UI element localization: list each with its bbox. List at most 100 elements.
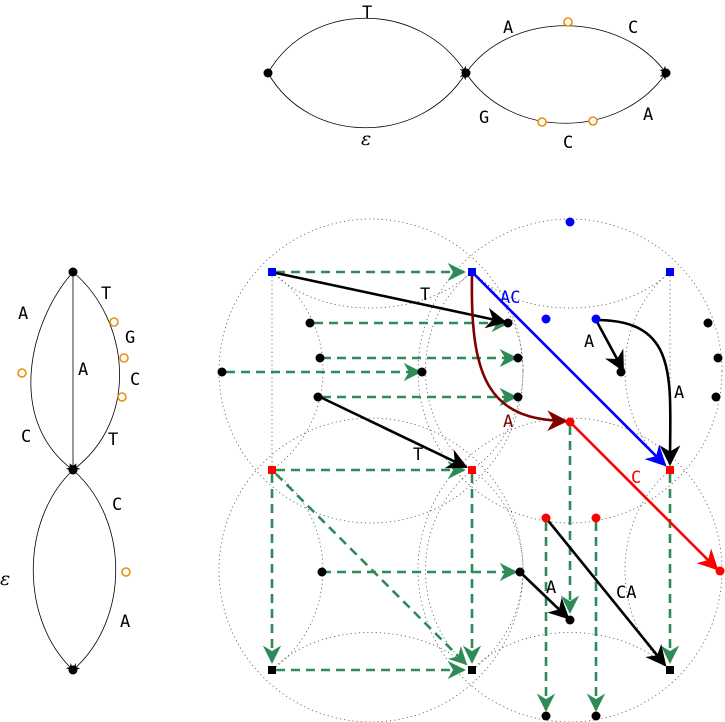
top-label-C2: C [563,133,573,153]
grid-label-A-right: A [674,383,684,403]
left-edge-A-C [30,271,74,471]
grid-graph: T AC A A A T C A CA [217,217,725,722]
left-edge-eps [32,469,74,671]
grid-dot-black-15 [565,615,575,625]
top-label-eps: ε [361,128,371,150]
blue-arrow-AC [473,273,667,467]
left-orange-node-5 [121,567,131,577]
grid-dot-black-7 [417,367,427,377]
top-label-T: T [362,3,372,23]
grid-dot-black-5 [503,318,513,328]
top-label-C1: C [628,18,638,38]
grid-dot-red-4 [715,566,725,576]
grid-dot-black-2 [315,353,325,363]
grid-dot-blue-3 [591,314,601,324]
dotted-circle-2 [417,218,723,524]
black-arrow-A-blue [594,319,625,372]
dotted-arc-10 [471,271,671,309]
grid-label-A-blue: A [584,332,594,352]
left-orange-node-4 [117,392,127,402]
left-label-C-right: C [130,370,140,390]
green-dashed-arrows [226,262,680,712]
top-orange-node-2 [537,117,547,127]
top-orange-node-1 [563,17,573,27]
left-node-bottom [68,665,78,675]
left-orange-node-3 [119,353,129,363]
darkred-arrow-A [470,275,569,432]
dotted-arc-4 [624,271,671,471]
grid-dot-black-17 [591,711,601,721]
grid-dot-black-11 [616,367,626,377]
grid-square-blue-2 [468,268,476,276]
grid-square-red-1 [268,466,276,474]
grid-dot-blue-2 [541,314,551,324]
dotted-arc-11 [271,632,473,671]
grid-dot-black-10 [713,353,723,363]
black-arrow-T2 [319,395,468,469]
grid-dot-red-2 [541,513,551,523]
grid-dot-black-1 [305,318,315,328]
left-label-T-bottom: T [108,430,118,450]
top-edge-T [267,18,467,74]
grid-dot-black-3 [217,367,227,377]
grid-dot-black-16 [541,711,551,721]
top-edge-GCA [465,72,667,124]
left-label-eps: ε [0,568,10,590]
top-node-1 [263,68,273,78]
left-label-A-left: A [18,304,28,324]
dotted-arc-9 [271,271,473,309]
top-label-G: G [479,108,489,128]
dotted-arc-5 [271,469,324,671]
grid-square-black-3 [666,666,674,674]
top-label-A1: A [503,18,513,38]
dotted-arc-12 [471,632,671,671]
black-arrow-T1 [275,271,508,329]
dotted-arc-6 [425,469,473,671]
dotted-arc-2 [425,271,473,471]
dotted-circle-1 [218,218,524,524]
grid-label-A-lower: A [546,578,556,598]
grid-label-C-red: C [631,468,641,488]
grid-dot-red-3 [591,513,601,523]
grid-dot-black-14 [515,567,525,577]
grid-square-blue-1 [268,268,276,276]
left-edge-CA [72,469,117,671]
grid-label-T2: T [413,445,423,465]
red-arrow-C [571,423,719,571]
grid-dot-black-9 [703,318,713,328]
left-label-A-lower: A [120,612,130,632]
grid-square-red-3 [666,466,674,474]
left-orange-node-2 [109,317,119,327]
black-arrow-A-right [595,318,681,467]
left-label-C-lower: C [112,495,122,515]
left-node-top [68,267,78,277]
left-edge-TGCT [72,271,120,471]
grid-label-AC: AC [500,288,520,308]
grid-square-red-2 [468,466,476,474]
grid-dot-black-4 [313,392,323,402]
left-orange-node-1 [17,368,27,378]
top-orange-node-3 [588,116,598,126]
left-label-C-left: C [21,427,31,447]
grid-dot-black-8 [513,392,523,402]
top-edge-eps [267,72,467,128]
left-label-G: G [125,328,135,348]
left-graph: A C A T G C T C ε A [0,267,140,675]
top-label-A2: A [643,105,653,125]
dotted-arc-7 [471,469,524,671]
top-node-2 [461,68,471,78]
top-graph: T ε A C G C A [263,3,671,153]
grid-dot-black-6 [513,353,523,363]
top-node-3 [661,68,671,78]
grid-dot-black-12 [711,392,721,402]
grid-dot-black-13 [317,567,327,577]
black-arrow-A-lower [519,571,570,620]
grid-square-black-2 [468,666,476,674]
left-node-mid [68,465,78,475]
black-arrows [275,271,681,667]
grid-label-CA: CA [616,583,636,603]
grid-dot-red-1 [565,417,575,427]
grid-label-A-arc: A [503,412,513,432]
grid-square-black-1 [268,666,276,674]
